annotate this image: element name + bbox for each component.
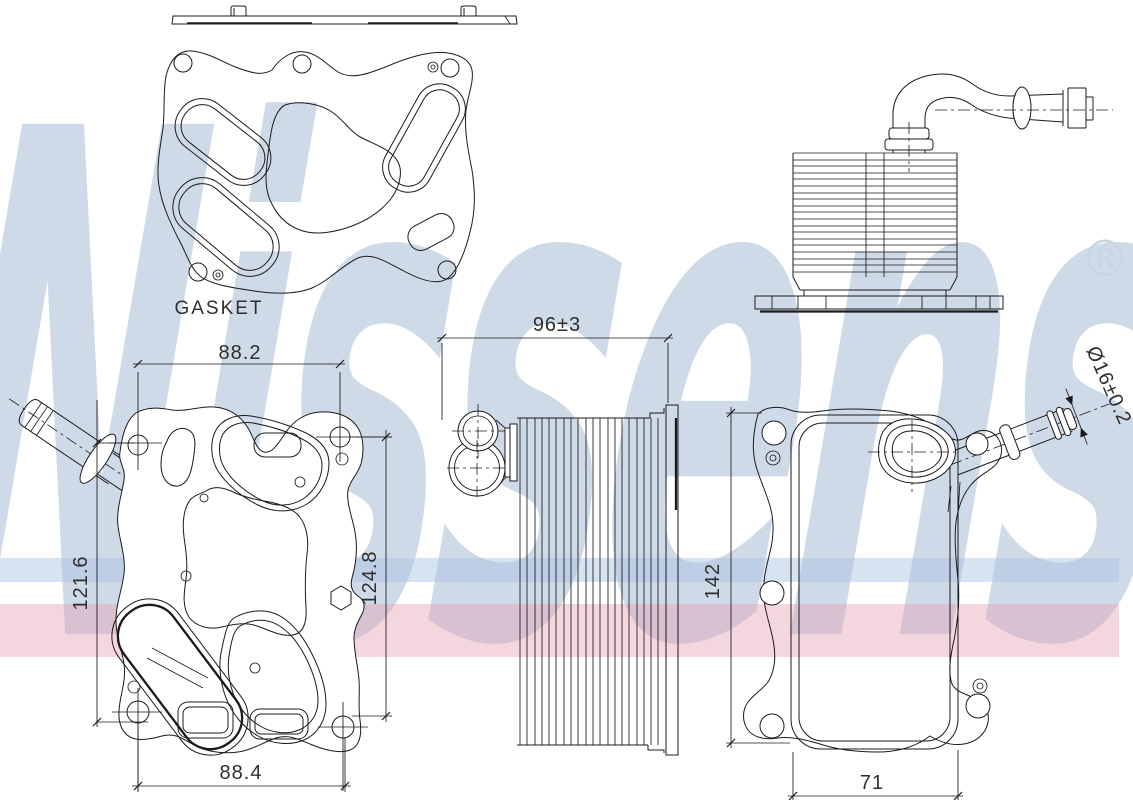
gasket-edge-view bbox=[171, 5, 518, 25]
dim-front-width-bottom: 88.4 bbox=[220, 762, 263, 784]
dim-pipe-diameter: Ø16±0.2 bbox=[1081, 343, 1133, 428]
gasket-face-view: GASKET bbox=[157, 50, 475, 319]
back-view-outlet-pipe bbox=[949, 388, 1110, 476]
dim-front-width-top: 88.2 bbox=[219, 342, 262, 364]
core-side-view: 96±3 bbox=[437, 314, 679, 756]
dim-front-height-left: 121.6 bbox=[70, 555, 92, 610]
dim-core-depth: 96±3 bbox=[533, 314, 581, 336]
front-view bbox=[9, 372, 392, 791]
registered-trademark-icon: ® bbox=[1080, 230, 1130, 288]
front-view-dimensions: 88.2 121.6 124.8 88.4 bbox=[70, 342, 392, 792]
cooler-side-view bbox=[754, 73, 1113, 313]
dim-front-height-right: 124.8 bbox=[359, 550, 381, 605]
dim-back-width-bottom: 71 bbox=[860, 772, 884, 794]
dim-back-height: 142 bbox=[702, 563, 724, 599]
gasket-label: GASKET bbox=[174, 298, 263, 319]
back-view: 142 71 Ø16±0.2 bbox=[702, 343, 1133, 800]
